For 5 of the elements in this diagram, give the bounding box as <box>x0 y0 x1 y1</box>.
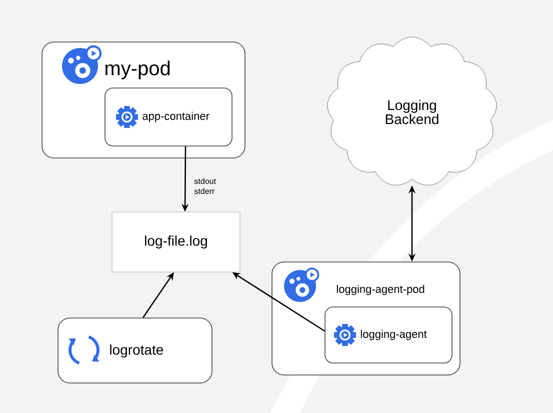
edge-label: stdout stderr <box>194 178 216 194</box>
process-box: logrotate <box>58 318 212 384</box>
file-box: log-file.log <box>112 212 240 272</box>
container-box: logging-agent <box>324 306 452 364</box>
container-box: app-container <box>104 88 232 146</box>
